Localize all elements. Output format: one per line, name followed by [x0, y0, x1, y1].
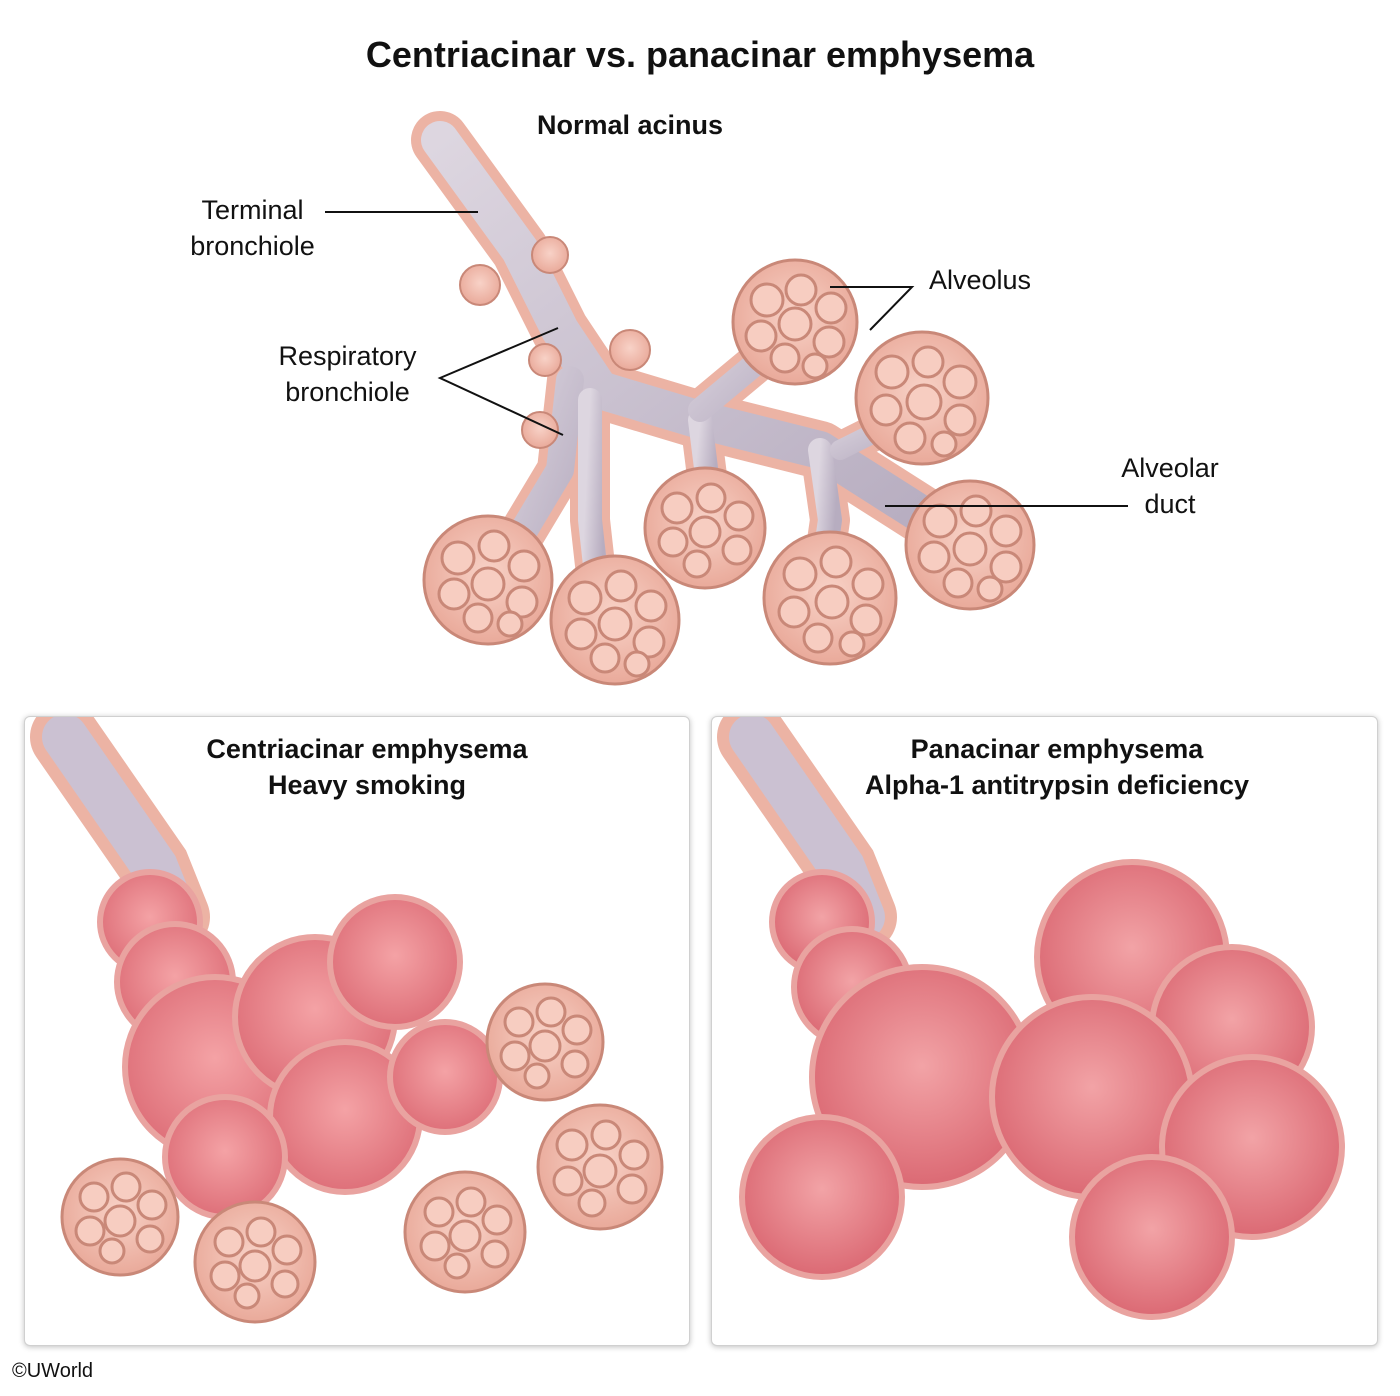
terminal-bronchiole-label: Terminal bronchiole — [190, 195, 315, 261]
alveolus-leader — [830, 286, 915, 331]
alveolar-sac — [762, 530, 898, 666]
normal-acinus-illustration — [325, 111, 1128, 686]
alveolar-sac — [422, 514, 554, 646]
alveolar-sac — [549, 554, 681, 686]
alveolar-sac-clusters — [422, 258, 1036, 686]
figure-title: Centriacinar vs. panacinar emphysema — [365, 34, 1035, 75]
panacinar-illustration — [717, 717, 1345, 1320]
respiratory-bronchiole-label: Respiratory bronchiole — [278, 341, 417, 407]
leader-lines — [325, 211, 1128, 507]
respiratory-bronchiole-leader — [437, 327, 564, 436]
normal-acinus-heading: Normal acinus — [536, 110, 724, 140]
bronchiole-bulges — [459, 236, 651, 449]
alveolar-sac — [643, 466, 767, 590]
alveolar-sac — [904, 479, 1036, 611]
alveolar-duct-label: Alveolar duct — [1121, 453, 1219, 519]
copyright-notice: ©UWorld — [12, 1360, 94, 1382]
alveolar-sac — [854, 330, 990, 466]
alveolar-sac — [731, 258, 859, 386]
centriacinar-panel: Centriacinar emphysema Heavy smoking — [24, 716, 690, 1346]
centriacinar-illustration — [30, 717, 664, 1324]
centriacinar-distal-alveoli — [60, 982, 664, 1324]
centriacinar-title: Centriacinar emphysema Heavy smoking — [206, 734, 528, 800]
alveolus-label: Alveolus — [928, 265, 1032, 295]
panacinar-panel: Panacinar emphysema Alpha-1 antitrypsin … — [711, 716, 1378, 1346]
panacinar-title: Panacinar emphysema Alpha-1 antitrypsin … — [864, 734, 1250, 800]
